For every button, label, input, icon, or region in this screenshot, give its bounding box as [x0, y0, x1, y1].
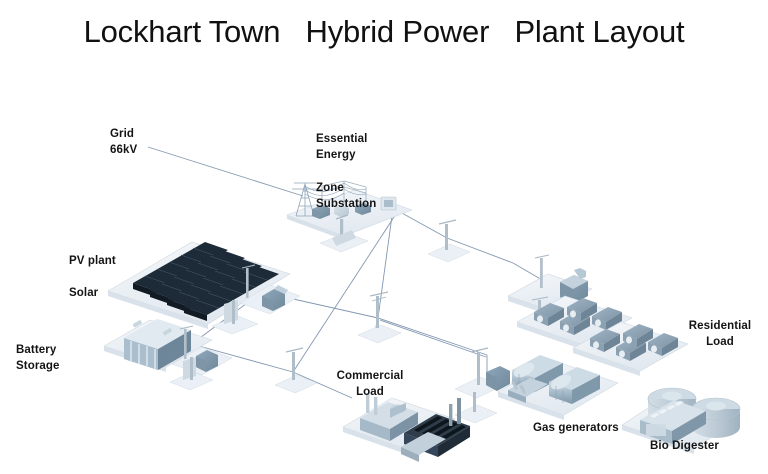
house	[590, 329, 620, 352]
label-battery-storage: Battery Storage	[16, 344, 60, 373]
line-battery-chain	[187, 342, 294, 373]
substation-outgoing-pole	[319, 214, 369, 253]
pv-panel-array	[133, 242, 279, 321]
label-zone-substation: Zone Substation	[316, 182, 377, 211]
line-sub-to-gas	[379, 319, 487, 358]
commercial-building-light	[360, 393, 418, 441]
label-gas-generators: Gas generators	[533, 422, 619, 434]
line-substation-east	[399, 211, 448, 239]
house	[592, 307, 622, 330]
junction-pole-southwest	[274, 347, 318, 394]
bio-digester-site[interactable]	[621, 387, 741, 454]
battery-pole	[169, 357, 214, 391]
line-battery-to-commercial	[292, 371, 353, 399]
junction-pole-east-1	[427, 219, 471, 263]
commercial-factory-dark	[401, 398, 470, 462]
label-grid: Grid 66kV	[110, 128, 138, 157]
line-substation-diag	[292, 213, 397, 373]
pv-plant-site[interactable]	[107, 241, 301, 335]
gas-pole-lower	[454, 392, 498, 424]
line-substation-sw	[377, 215, 393, 319]
label-solar: Solar	[69, 287, 99, 299]
house-cluster-a	[534, 298, 622, 335]
gas-skid	[508, 378, 548, 403]
junction-pole-center	[357, 291, 402, 344]
house	[648, 333, 678, 356]
gas-generators-site[interactable]	[454, 347, 619, 424]
commercial-load-site[interactable]	[342, 393, 470, 462]
gas-pole	[454, 347, 510, 399]
battery-storage-site[interactable]	[103, 319, 233, 391]
pv-pole	[211, 300, 259, 335]
house	[534, 303, 564, 326]
house	[623, 324, 653, 347]
house	[567, 298, 597, 321]
zone-substation-site[interactable]	[286, 180, 413, 253]
line-junction-gas	[377, 317, 488, 356]
pv-transformer-node	[239, 264, 301, 315]
line-grid-to-substation	[147, 146, 304, 197]
label-essential-energy: Essential Energy	[316, 133, 368, 162]
line-east-pole-a	[446, 237, 514, 264]
battery-container	[124, 319, 191, 370]
gas-generator-unit	[549, 367, 600, 404]
residential-load-site[interactable]	[516, 295, 689, 376]
pv-platform-edge	[108, 291, 208, 329]
substation-platform-edge	[287, 215, 344, 240]
house-cluster-b	[590, 324, 678, 361]
label-pv-plant: PV plant	[69, 255, 116, 267]
substation-conductors	[304, 182, 367, 201]
substation-transformers	[312, 196, 397, 219]
label-residential-load: Residential Load	[688, 320, 752, 349]
page-title: Lockhart Town Hybrid Power Plant Layout	[83, 14, 685, 49]
label-commercial-load: Commercial Load	[336, 370, 404, 399]
bio-digester-building	[640, 400, 706, 444]
label-bio-digester: Bio Digester	[650, 440, 719, 452]
